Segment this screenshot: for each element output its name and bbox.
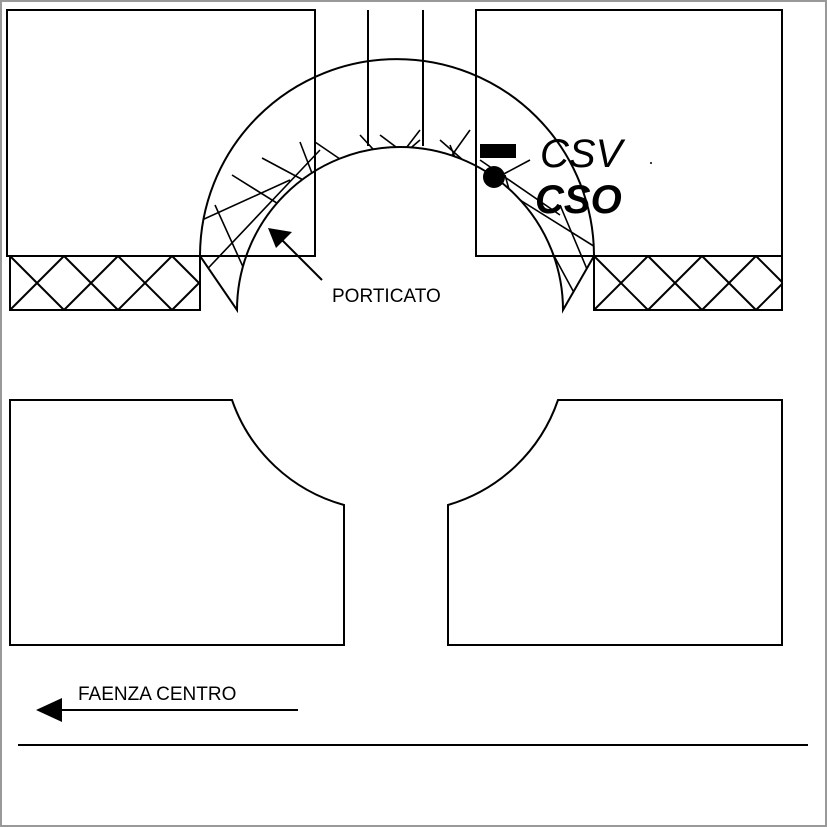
cso-label: CSO: [535, 178, 622, 222]
porticato-pointer-line: [279, 237, 323, 281]
hatched-strip-right: [593, 255, 783, 311]
porticato-arrowhead: [268, 228, 292, 248]
direction-arrowhead: [36, 698, 62, 722]
building-bottom-right: [447, 399, 783, 646]
stray-dot: [650, 162, 652, 164]
csv-marker: [480, 144, 516, 158]
csv-label: CSV: [540, 132, 626, 176]
building-top-right: [475, 9, 783, 257]
building-top-left: [6, 9, 316, 257]
building-bottom-left: [9, 399, 345, 646]
faenza-centro-label: FAENZA CENTRO: [78, 684, 236, 705]
cso-marker: [483, 166, 505, 188]
porticato-label: PORTICATO: [332, 286, 441, 307]
hatched-strip-left: [9, 255, 201, 311]
